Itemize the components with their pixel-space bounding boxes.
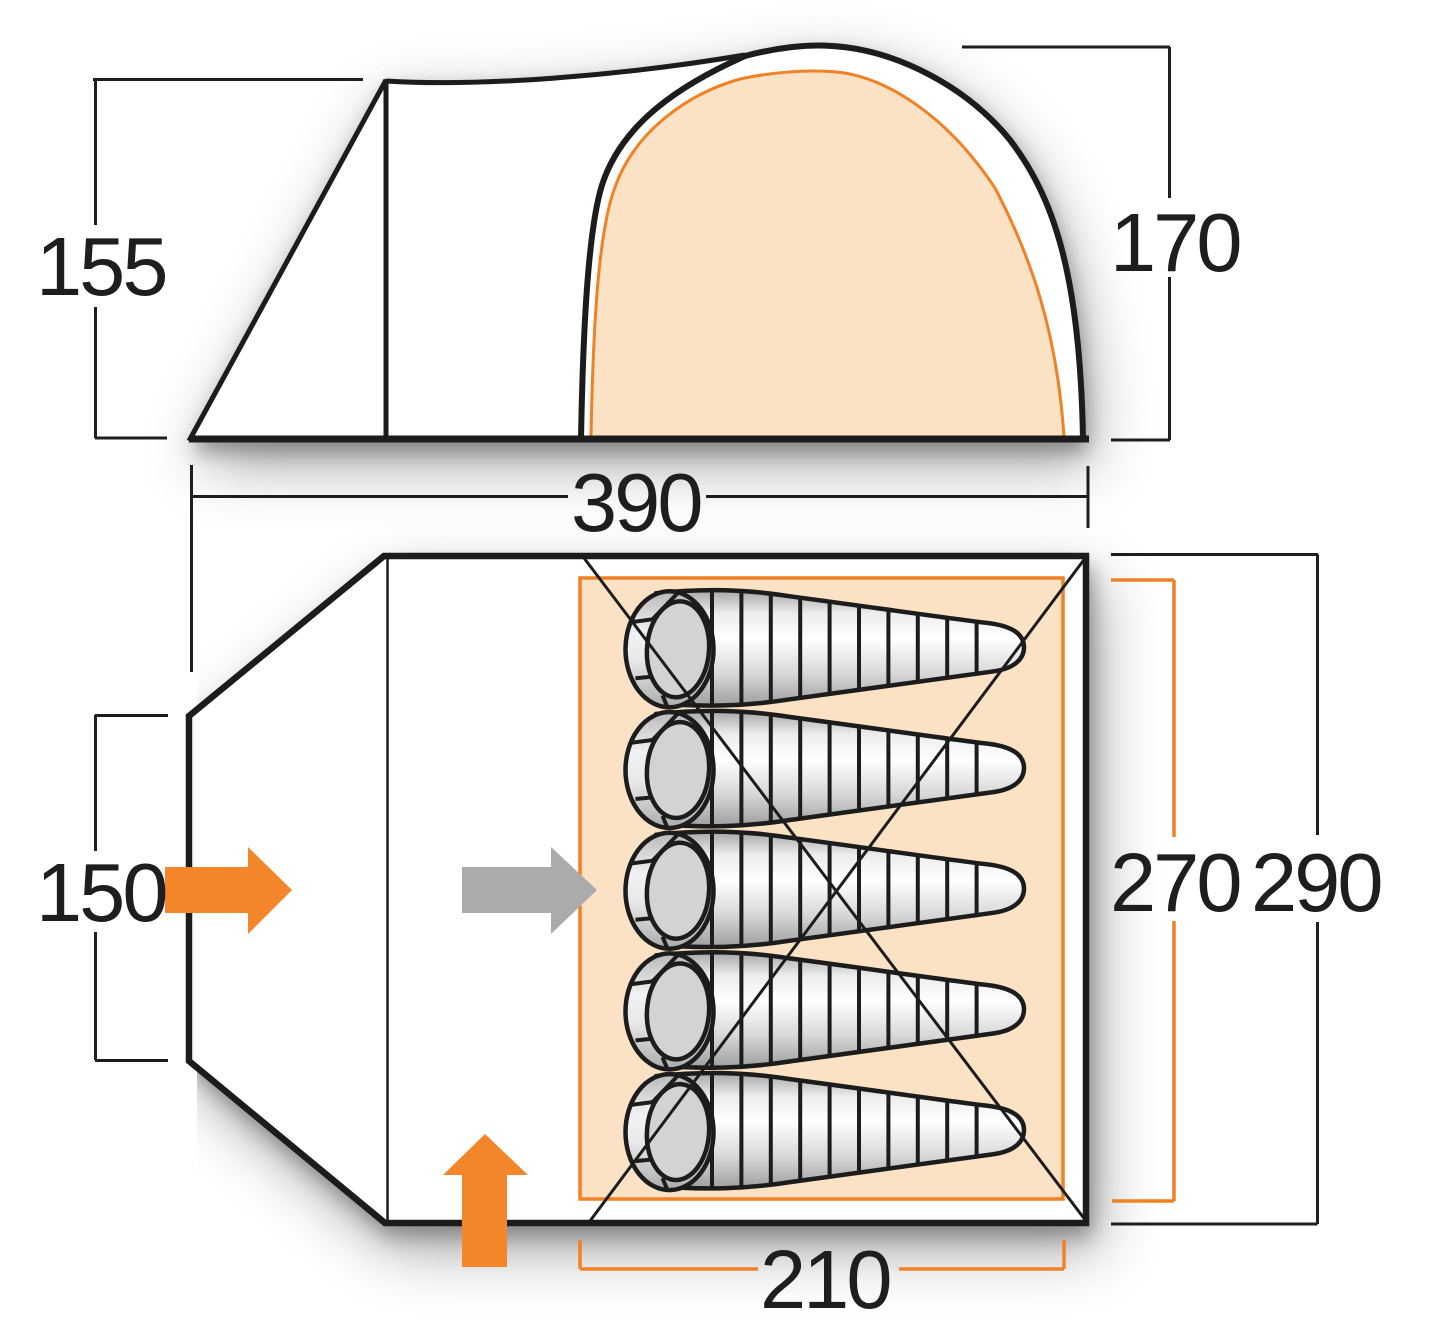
svg-text:155: 155	[36, 220, 165, 313]
svg-text:150: 150	[36, 846, 165, 939]
svg-text:290: 290	[1251, 836, 1380, 929]
svg-text:210: 210	[760, 1233, 889, 1326]
svg-text:270: 270	[1110, 836, 1239, 929]
svg-text:390: 390	[571, 456, 700, 549]
svg-text:170: 170	[1110, 196, 1239, 289]
